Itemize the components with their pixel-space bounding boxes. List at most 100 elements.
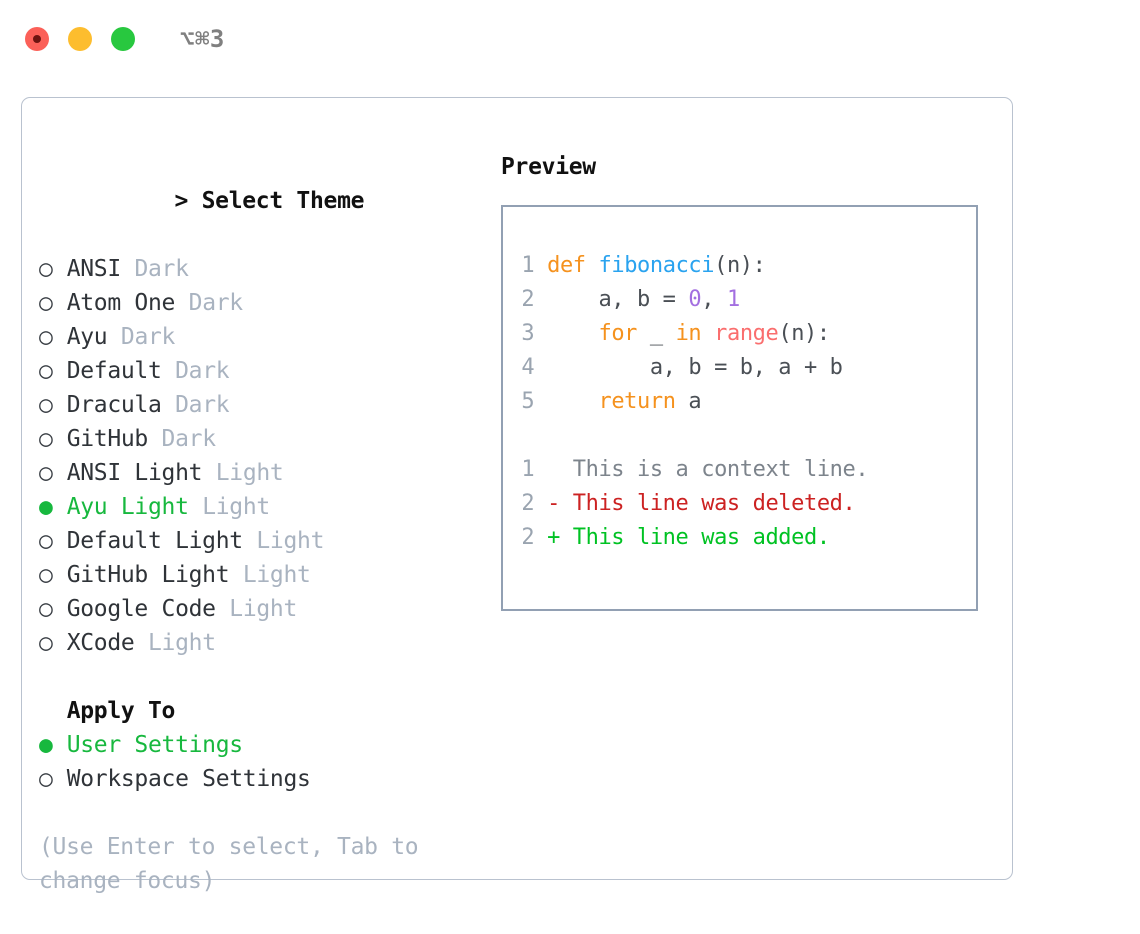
code-line: 3 for _ in range(n): [521,317,976,351]
theme-variant-badge: Light [256,528,325,554]
theme-option-dracula[interactable]: ○ Dracula Dark [39,388,479,422]
code-token: (n): [778,321,830,346]
theme-option-ayu-light[interactable]: ● Ayu Light Light [39,490,479,524]
theme-option-ansi[interactable]: ○ ANSI Dark [39,252,479,286]
theme-option-google-code[interactable]: ○ Google Code Light [39,592,479,626]
theme-option-github-light[interactable]: ○ GitHub Light Light [39,558,479,592]
window-titlebar: ⌥⌘3 [0,0,1140,78]
theme-option-label: Atom One [66,290,176,316]
line-number: 2 [521,525,535,550]
theme-option-ayu[interactable]: ○ Ayu Dark [39,320,479,354]
code-token [534,321,598,346]
code-token: a, b = [534,287,689,312]
spacer [202,460,216,486]
apply-to-option-user-settings[interactable]: ● User Settings [39,728,479,762]
theme-option-default-light[interactable]: ○ Default Light Light [39,524,479,558]
theme-option-xcode[interactable]: ○ XCode Light [39,626,479,660]
radio-unselected-icon: ○ [39,290,67,316]
radio-unselected-icon: ○ [39,256,67,282]
code-token: range [714,321,779,346]
maximize-icon[interactable] [111,27,135,51]
list-spacer [39,660,479,694]
theme-option-atom-one[interactable]: ○ Atom One Dark [39,286,479,320]
traffic-lights [25,27,135,51]
theme-list: ○ ANSI Dark○ Atom One Dark○ Ayu Dark○ De… [39,252,479,660]
code-token: a, b = b, a + b [534,355,843,380]
minimize-icon[interactable] [68,27,92,51]
code-token [534,253,547,278]
spacer [175,290,189,316]
theme-option-label: Ayu [66,324,108,350]
code-token: a [675,389,702,414]
radio-unselected-icon: ○ [39,630,67,656]
close-icon[interactable] [25,27,49,51]
line-number: 2 [521,287,535,312]
theme-option-label: GitHub Light [66,562,230,588]
theme-option-label: XCode [66,630,135,656]
apply-to-option-label: User Settings [66,732,243,758]
code-token: for [598,321,638,346]
theme-option-label: GitHub [66,426,149,452]
spacer [216,596,230,622]
diff-line: 2 - This line was deleted. [521,487,976,521]
panel-columns: > Select Theme ○ ANSI Dark○ Atom One Dar… [22,98,1012,894]
theme-option-default[interactable]: ○ Default Dark [39,354,479,388]
code-token: (n): [714,253,766,278]
radio-unselected-icon: ○ [39,562,67,588]
theme-variant-badge: Light [229,596,298,622]
code-line: 2 a, b = 0, 1 [521,283,976,317]
code-line: 4 a, b = b, a + b [521,351,976,385]
code-token: in [675,321,702,346]
theme-selector-column: > Select Theme ○ ANSI Dark○ Atom One Dar… [39,150,479,898]
theme-variant-badge: Dark [175,392,230,418]
line-number: 3 [521,321,535,346]
theme-variant-badge: Dark [134,256,189,282]
code-token [586,253,599,278]
spacer [162,358,176,384]
theme-variant-badge: Light [215,460,284,486]
theme-variant-badge: Light [148,630,216,656]
code-token: 0 [688,287,702,312]
preview-column: Preview 1 def fibonacci(n):2 a, b = 0, 1… [501,150,996,611]
radio-unselected-icon: ○ [39,596,67,622]
code-token [534,389,598,414]
diff-line-text: - This line was deleted. [534,491,856,516]
keyboard-hint: (Use Enter to select, Tab to change focu… [39,834,432,894]
theme-variant-badge: Dark [120,324,176,350]
spacer [243,528,257,554]
preview-title: Preview [501,154,596,180]
radio-selected-icon: ● [39,732,67,758]
diff-sample: 1 This is a context line.2 - This line w… [521,453,976,555]
radio-unselected-icon: ○ [39,392,67,418]
spacer [107,324,121,350]
theme-variant-badge: Light [242,562,311,588]
line-number: 1 [521,253,535,278]
radio-unselected-icon: ○ [39,324,67,350]
code-token: , [701,287,727,312]
spacer [148,426,162,452]
apply-to-header: Apply To [66,698,176,724]
apply-to-option-workspace-settings[interactable]: ○ Workspace Settings [39,762,479,796]
diff-line-text: + This line was added. [534,525,830,550]
code-line: 5 return a [521,385,976,419]
diff-line: 2 + This line was added. [521,521,976,555]
main-panel: > Select Theme ○ ANSI Dark○ Atom One Dar… [21,97,1013,894]
radio-unselected-icon: ○ [39,528,67,554]
theme-variant-badge: Dark [175,358,230,384]
radio-unselected-icon: ○ [39,426,67,452]
theme-option-ansi-light[interactable]: ○ ANSI Light Light [39,456,479,490]
theme-option-label: Ayu Light [66,494,189,520]
radio-unselected-icon: ○ [39,766,67,792]
radio-unselected-icon: ○ [39,358,67,384]
theme-option-label: Default Light [66,528,243,554]
prompt-caret-icon: > [174,188,202,214]
spacer [189,494,203,520]
theme-option-label: Dracula [66,392,162,418]
theme-option-label: Google Code [66,596,216,622]
code-token: _ [637,321,676,346]
line-number: 2 [521,491,535,516]
theme-option-github[interactable]: ○ GitHub Dark [39,422,479,456]
